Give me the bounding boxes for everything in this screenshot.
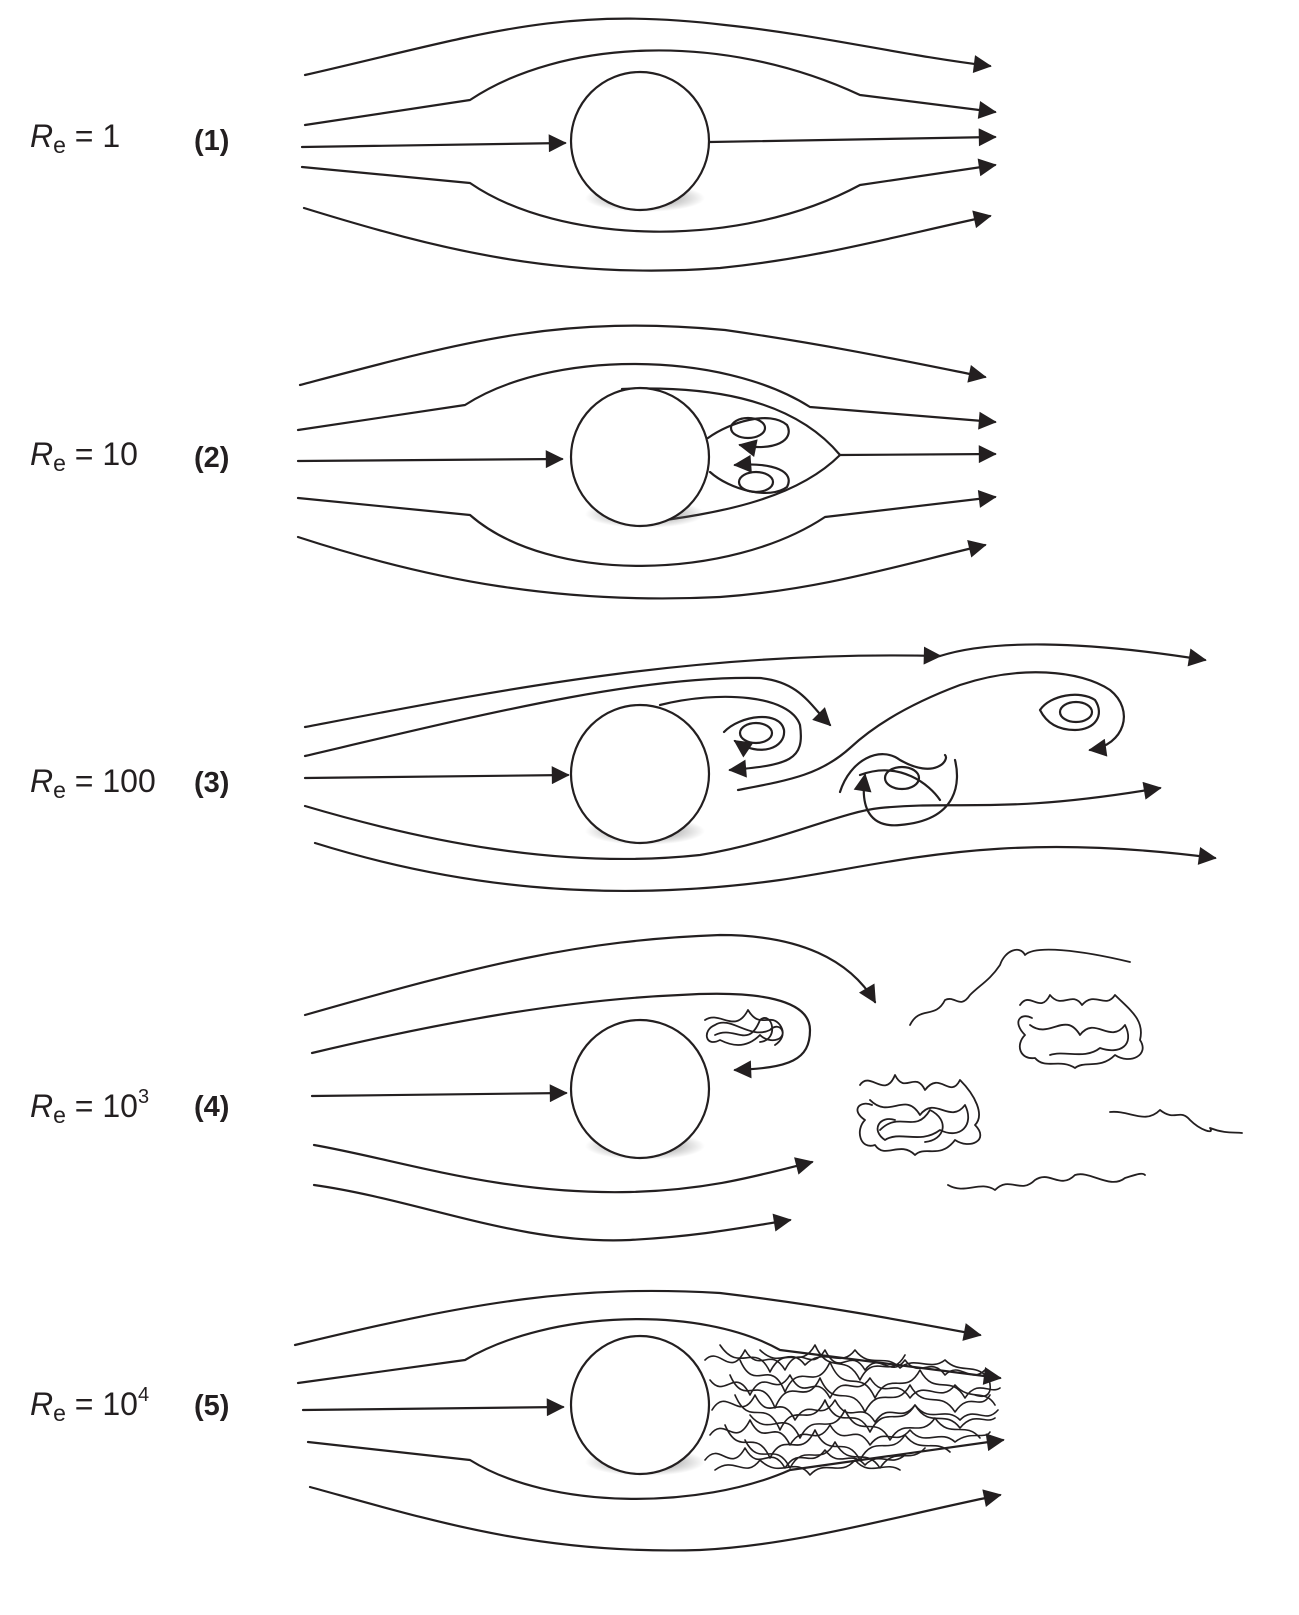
reynolds-label-2: Re = 10 (30, 436, 138, 476)
panel-5-turbulent-wake (704, 1344, 1001, 1476)
panel-4-turbulence (704, 948, 1243, 1191)
panel-3-cylinder (569, 703, 711, 845)
panel-number-4: (4) (194, 1091, 230, 1123)
reynolds-label-3: Re = 100 (30, 763, 156, 803)
panel-number-5: (5) (194, 1390, 230, 1422)
panel-3-streamlines (303, 643, 1217, 893)
panel-5-cylinder (569, 1334, 711, 1476)
panel-2-cylinder (569, 386, 711, 528)
panel-number-2: (2) (194, 442, 230, 474)
reynolds-label-5: Re = 104 (30, 1384, 150, 1426)
panel-number-1: (1) (194, 125, 230, 157)
reynolds-label-4: Re = 103 (30, 1086, 150, 1128)
panel-1-cylinder (569, 70, 711, 212)
panel-number-3: (3) (194, 767, 230, 799)
reynolds-label-1: Re = 1 (30, 118, 121, 158)
panel-2-streamlines (296, 324, 997, 600)
panel-5-streamlines (293, 1289, 1005, 1552)
panel-4-cylinder (569, 1018, 711, 1160)
panel-1-streamlines (300, 17, 997, 272)
panel-4-streamlines (303, 933, 877, 1242)
